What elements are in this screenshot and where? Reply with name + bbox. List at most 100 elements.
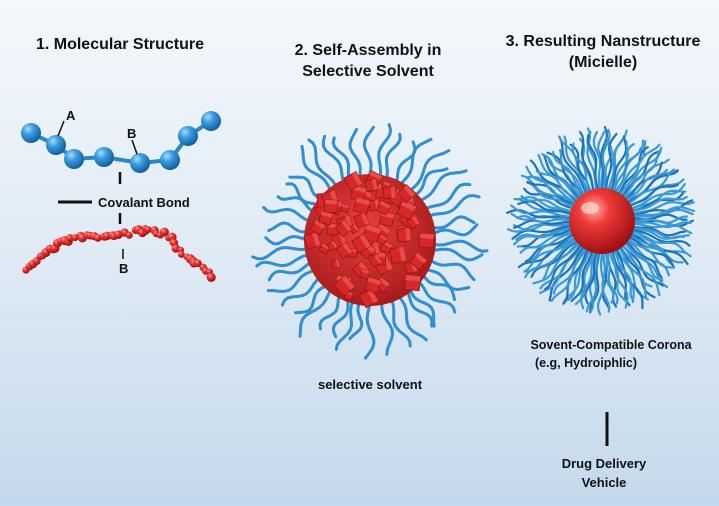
polymer-chain [605, 132, 618, 193]
polymer-chain [515, 226, 574, 241]
polymer-chain [600, 126, 609, 193]
polymer-chain [630, 201, 695, 216]
polymer-chain [630, 215, 688, 225]
core-block [318, 242, 331, 255]
core-block [334, 219, 353, 238]
polymer-chain [605, 249, 619, 305]
title-resulting-nanostructure: 3. Resulting Nanstructure (Micielle) [498, 31, 708, 73]
polymer-chain [622, 161, 663, 202]
polymer-chain [516, 229, 575, 249]
polymer-chain [547, 157, 584, 199]
polymer-chain [566, 247, 592, 301]
core-block [418, 232, 435, 249]
core-block [364, 178, 379, 193]
polymer-chain [592, 130, 602, 193]
polymer-chain [627, 183, 679, 208]
hydrophobic-bead [144, 226, 152, 234]
core-block [404, 274, 421, 292]
polymer-chain [523, 187, 576, 211]
polymer-chain [630, 205, 696, 218]
polymer-chain [630, 222, 693, 235]
core-block [375, 200, 392, 216]
core-block [361, 223, 382, 244]
core-block [352, 196, 371, 215]
core-block [396, 199, 417, 221]
core-block [333, 274, 356, 297]
core-block [382, 185, 397, 200]
label-block-b-bottom: B [119, 261, 128, 276]
polymer-chain [520, 195, 575, 213]
aggregate-core-cubes [303, 170, 435, 309]
hydrophobic-block-chain [22, 225, 216, 282]
polymer-chain [626, 168, 675, 206]
title-nanostructure-line2: (Micielle) [568, 54, 638, 71]
polymer-chain [622, 158, 670, 201]
polymer-chain [584, 249, 598, 305]
label-block-b-top: B [127, 126, 136, 141]
polymer-chain [559, 148, 587, 197]
title-self-assembly-line1: 2. Self-Assembly in [294, 42, 442, 59]
hydrophobic-bead [194, 259, 202, 268]
core-block [368, 253, 383, 268]
polymer-chain [629, 195, 688, 213]
core-block [309, 218, 327, 236]
polymer-chain [607, 129, 628, 193]
polymer-chain [620, 150, 661, 200]
core-block [303, 231, 322, 250]
micelle-core [569, 188, 635, 254]
polymer-chain [630, 227, 685, 240]
hydrophobic-bead [159, 227, 169, 237]
label-corona-line2: (e.g, Hydroiphlic) [535, 356, 637, 370]
core-block [326, 239, 339, 252]
label-covalent-bond: Covalant Bond [98, 195, 190, 210]
polymer-chain [586, 133, 600, 193]
polymer-chain [617, 245, 648, 298]
core-block [324, 199, 339, 214]
polymer-chain [630, 225, 686, 237]
core-block [358, 288, 379, 309]
polymer-chain [513, 222, 574, 232]
polymer-chain [579, 130, 596, 194]
polymer-chain [532, 240, 582, 285]
polymer-chain [623, 239, 663, 279]
label-corona-line1: Sovent-Compatible Corona [530, 338, 692, 352]
hydrophobic-bead [125, 231, 133, 239]
hydrophobic-bead [178, 251, 185, 258]
label-block-a: A [66, 108, 76, 123]
hydrophilic-block-chain [21, 111, 221, 173]
hydrophobic-bead [94, 234, 102, 242]
core-block [396, 184, 416, 204]
core-block [343, 170, 364, 191]
leader-b-top [131, 139, 138, 155]
core-block [378, 210, 396, 228]
core-block [352, 211, 370, 229]
core-block [364, 276, 382, 294]
title-self-assembly-line2: Selective Solvent [302, 63, 434, 80]
hydrophobic-bead [65, 234, 74, 243]
polymer-chain [596, 249, 605, 316]
core-block [330, 258, 341, 270]
core-block [396, 227, 412, 243]
polymer-chain [614, 139, 645, 196]
core-block [351, 233, 372, 254]
polymer-chain [630, 199, 694, 217]
polymer-chain [608, 248, 628, 303]
polymer-chain [574, 248, 595, 306]
title-nanostructure-line1: 3. Resulting Nanstructure [505, 33, 701, 50]
core-block [318, 210, 334, 226]
label-selective-solvent: selective solvent [318, 377, 423, 392]
polymer-chain [525, 165, 579, 206]
hydrophobic-bead [206, 272, 216, 282]
core-block [339, 203, 350, 214]
title-molecular-structure: 1. Molecular Structure [35, 36, 205, 53]
micelle-corona [506, 126, 696, 316]
polymer-chain [544, 242, 584, 291]
core-block [409, 251, 428, 271]
title-self-assembly: 2. Self-Assembly in Selective Solvent [268, 40, 468, 82]
polymer-chain [622, 240, 664, 282]
core-block [376, 233, 388, 246]
core-block [335, 241, 354, 260]
polymer-chain [627, 233, 684, 264]
core-block [359, 268, 371, 280]
